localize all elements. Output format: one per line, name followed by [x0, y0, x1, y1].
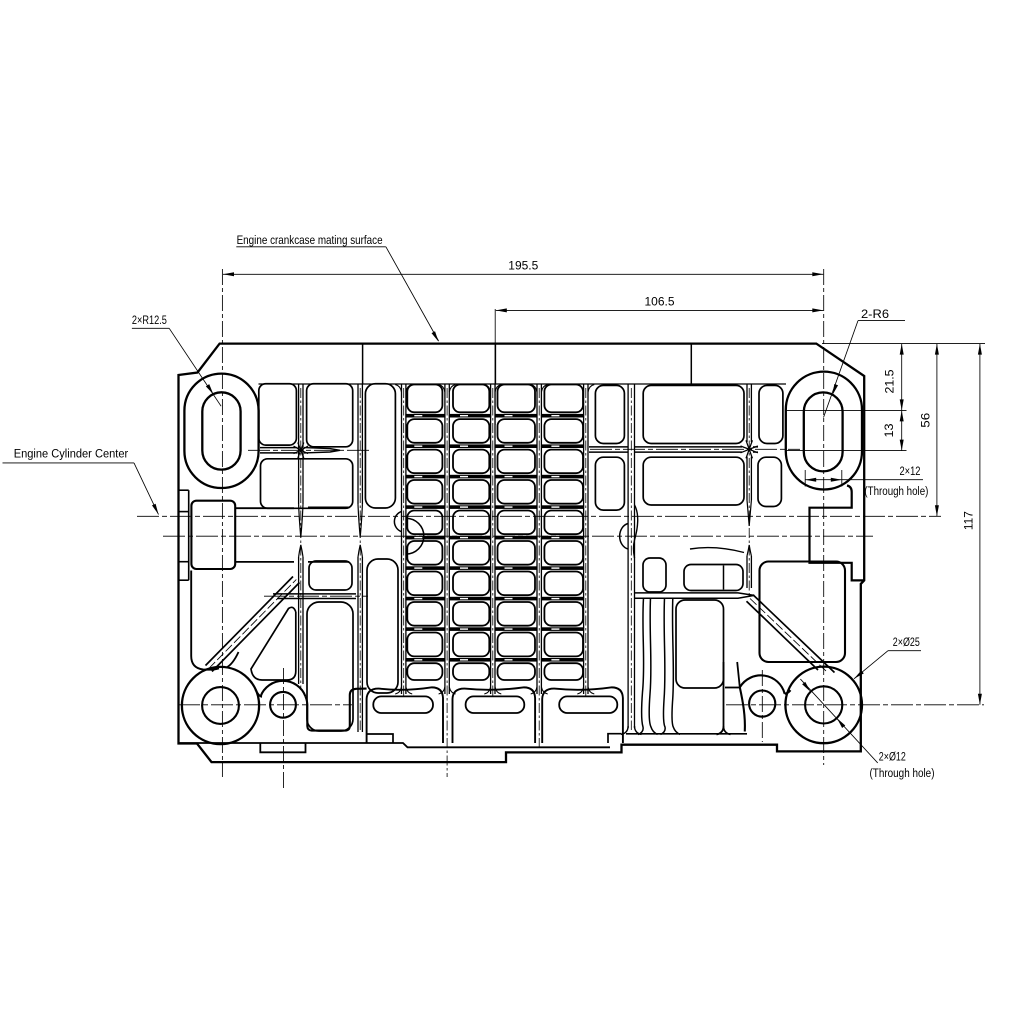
- svg-text:(Through hole): (Through hole): [864, 484, 928, 498]
- svg-text:21.5: 21.5: [883, 369, 897, 393]
- svg-text:2×R12.5: 2×R12.5: [132, 313, 167, 327]
- svg-text:Engine Cylinder Center: Engine Cylinder Center: [14, 447, 129, 461]
- svg-text:2×Ø25: 2×Ø25: [893, 635, 920, 649]
- svg-text:13: 13: [882, 423, 896, 437]
- svg-text:106.5: 106.5: [645, 295, 675, 309]
- svg-text:2-R6: 2-R6: [861, 307, 889, 321]
- svg-text:195.5: 195.5: [508, 259, 538, 273]
- svg-text:117: 117: [962, 511, 976, 530]
- svg-text:2×Ø12: 2×Ø12: [879, 750, 906, 764]
- svg-text:Engine crankcase mating surfac: Engine crankcase mating surface: [237, 233, 383, 247]
- svg-text:2×12: 2×12: [900, 464, 921, 478]
- svg-text:56: 56: [919, 413, 933, 428]
- svg-text:(Through hole): (Through hole): [870, 766, 935, 780]
